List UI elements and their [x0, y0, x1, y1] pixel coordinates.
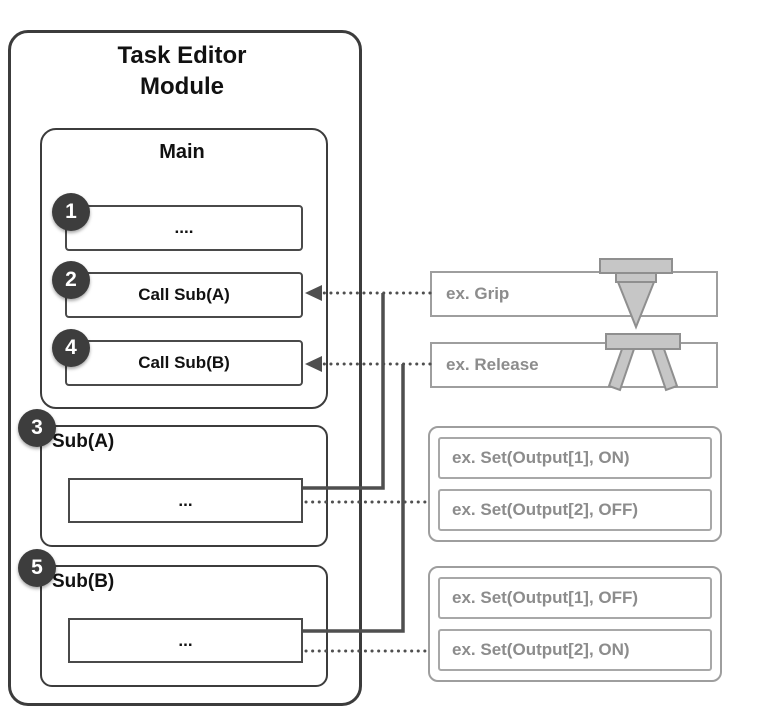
- example-release-label: ex. Release: [446, 355, 539, 374]
- step-badge-4: 4: [52, 329, 90, 367]
- example-set-output1-off: ex. Set(Output[1], OFF): [438, 577, 712, 619]
- main-step-call-sub-a: Call Sub(A): [65, 272, 303, 318]
- example-set-output2-on: ex. Set(Output[2], ON): [438, 629, 712, 671]
- module-title: Task Editor Module: [117, 42, 247, 101]
- example-set-output2-off: ex. Set(Output[2], OFF): [438, 489, 712, 531]
- sub-b-examples-group: ex. Set(Output[1], OFF) ex. Set(Output[2…: [428, 566, 722, 682]
- gripper-open-icon: [605, 333, 681, 392]
- sub-b-body: ...: [68, 618, 303, 663]
- sub-a-examples-group: ex. Set(Output[1], ON) ex. Set(Output[2]…: [428, 426, 722, 542]
- example-set-output1-on: ex. Set(Output[1], ON): [438, 437, 712, 479]
- gripper-closed-icon: [599, 258, 673, 330]
- main-title: Main: [159, 141, 205, 163]
- step-badge-2: 2: [52, 261, 90, 299]
- main-step-placeholder: ....: [65, 205, 303, 251]
- step-badge-3: 3: [18, 409, 56, 447]
- step-badge-5: 5: [18, 549, 56, 587]
- main-step-call-sub-b: Call Sub(B): [65, 340, 303, 386]
- example-grip-label: ex. Grip: [446, 284, 510, 303]
- sub-b-title: Sub(B): [52, 571, 115, 592]
- step-badge-1: 1: [52, 193, 90, 231]
- sub-a-title: Sub(A): [52, 431, 115, 452]
- sub-a-body: ...: [68, 478, 303, 523]
- example-grip-box: ex. Grip: [430, 271, 718, 317]
